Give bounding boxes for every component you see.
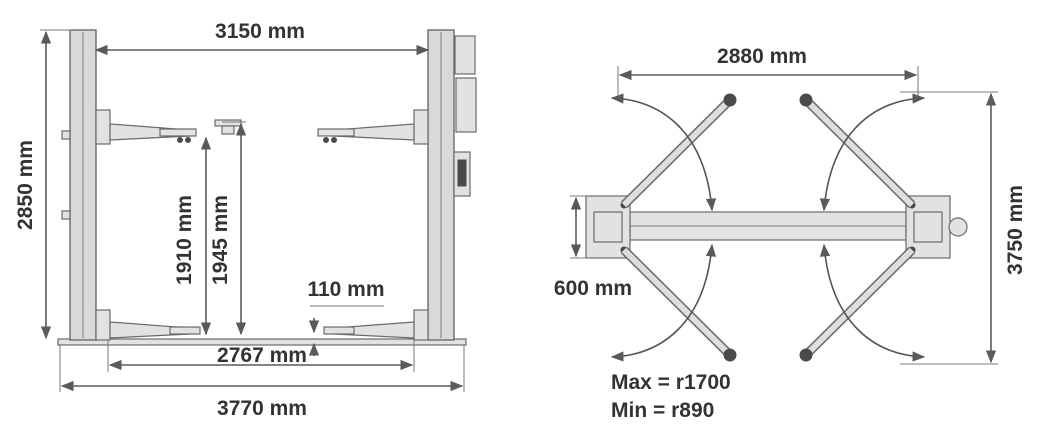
power-unit <box>454 35 476 75</box>
swing-arcs <box>610 93 926 362</box>
label-overall-width: 3770 mm <box>217 397 307 420</box>
front-view: 3150 mm 2850 mm 1910 mm 1945 mm 110 mm <box>14 20 477 420</box>
label-max-height: 1945 mm <box>209 195 232 285</box>
label-min-radius: Min = r890 <box>611 399 714 422</box>
dim-inner-base: 2767 mm <box>107 340 415 372</box>
base-plate <box>57 338 467 346</box>
dim-top-width: 3150 mm <box>94 20 430 56</box>
dim-depth: 3750 mm <box>900 91 1027 365</box>
left-post-base <box>585 195 631 259</box>
left-post <box>61 29 111 341</box>
label-max-lift: 1910 mm <box>173 195 196 285</box>
label-post-gap: 2880 mm <box>717 45 807 68</box>
label-max-radius: Max = r1700 <box>611 371 731 394</box>
dim-max-height: 1945 mm <box>209 121 247 336</box>
dim-arm-width: 600 mm <box>554 195 632 300</box>
dim-min-height: 110 mm <box>307 278 385 356</box>
power-unit-top <box>948 217 968 237</box>
label-arm-width: 600 mm <box>554 277 632 300</box>
top-view: 2880 mm 3750 mm 600 mm Max = r1700 Min =… <box>554 45 1027 422</box>
right-post-base <box>905 195 968 259</box>
dim-height: 2850 mm <box>14 29 72 340</box>
label-top-width: 3150 mm <box>215 20 305 43</box>
label-inner-base: 2767 mm <box>217 344 307 367</box>
label-depth: 3750 mm <box>1004 185 1027 275</box>
dim-overall-width: 3770 mm <box>59 345 465 420</box>
upper-lift-arms <box>109 119 415 143</box>
dim-post-gap: 2880 mm <box>617 45 919 96</box>
label-min-height: 110 mm <box>307 278 384 301</box>
dim-max-lift: 1910 mm <box>173 136 212 336</box>
lower-lift-arms <box>109 321 415 339</box>
right-post <box>413 29 477 341</box>
label-height: 2850 mm <box>14 140 37 230</box>
